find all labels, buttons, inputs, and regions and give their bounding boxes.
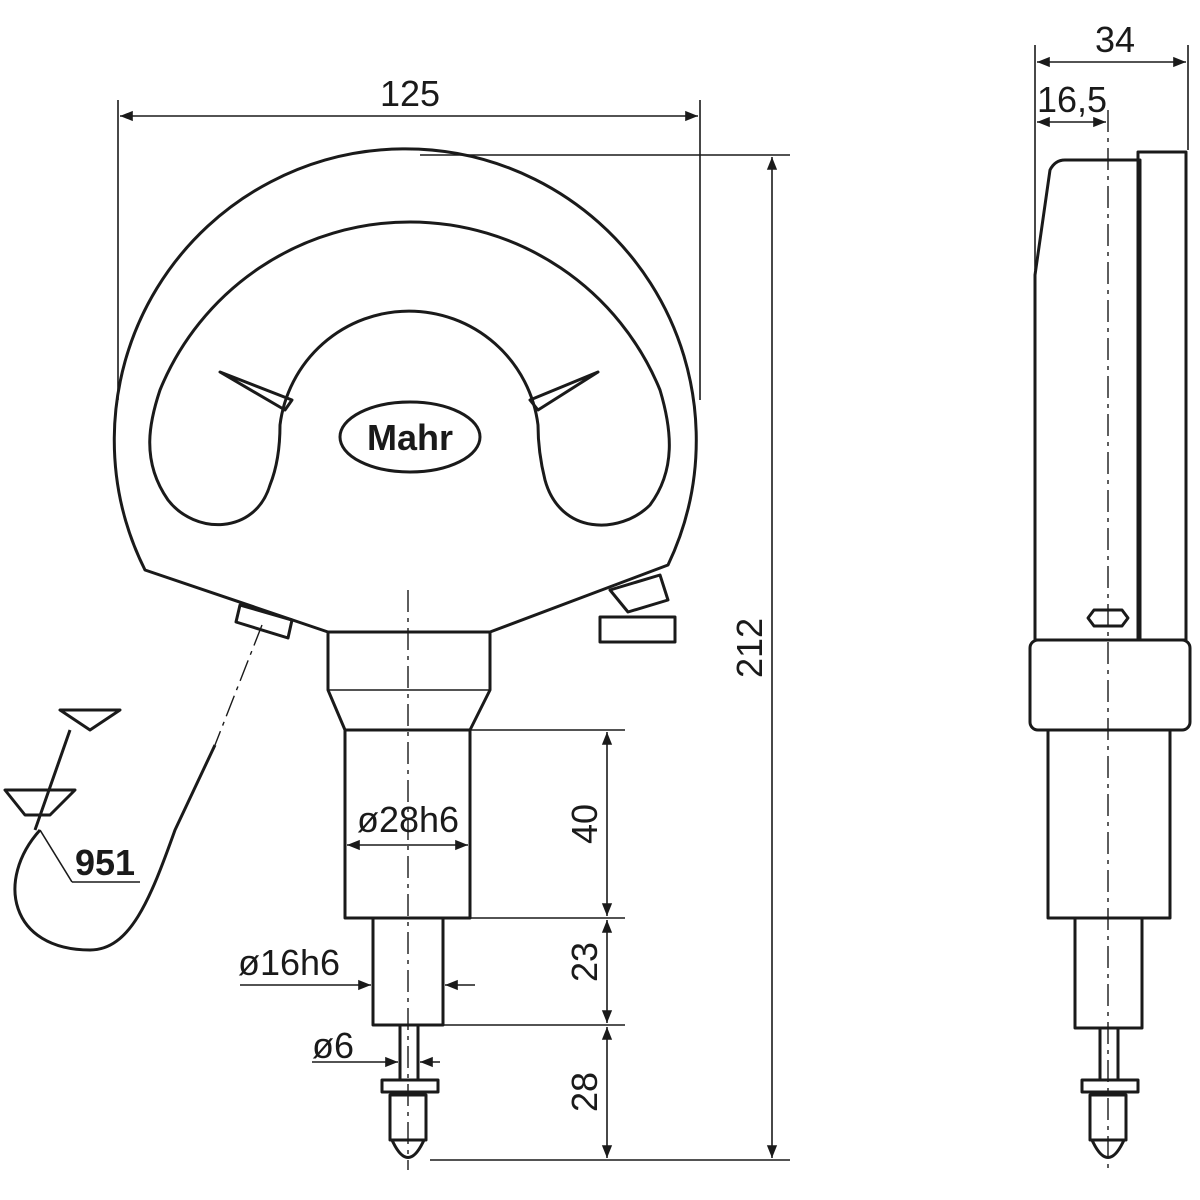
side-spindle: [1073, 916, 1144, 1030]
dim-spindle-length: 23: [564, 942, 605, 982]
side-plunger: [1098, 1026, 1120, 1082]
dim-plunger-length: 28: [564, 1072, 605, 1112]
pointer-left: [218, 370, 294, 412]
accessory-label: 951: [75, 842, 135, 883]
plunger-collar: [380, 1078, 440, 1094]
dim-spindle-diameter: ø16h6: [238, 942, 340, 983]
side-screw: [234, 603, 294, 640]
dimensions: 125 212 40 23 28 ø28h6 ø16h6 ø6 34 16,5: [117, 19, 1189, 1161]
brand-logo: Mahr: [367, 417, 453, 458]
dim-width: 125: [380, 73, 440, 114]
side-collar: [1080, 1078, 1140, 1094]
dial-window: [148, 220, 671, 527]
dim-depth-center: 16,5: [1037, 79, 1107, 120]
dim-plunger-diameter: ø6: [312, 1025, 354, 1066]
logo-oval: [338, 400, 482, 474]
side-front-plate: [1136, 150, 1188, 642]
neck: [326, 632, 492, 732]
gauge-body: [112, 147, 698, 634]
side-view: [1028, 110, 1192, 1170]
dim-height: 212: [729, 618, 770, 678]
side-body: [1033, 158, 1142, 642]
side-nut: [1086, 608, 1130, 628]
pointer-right: [528, 370, 600, 412]
dim-stem-diameter: ø28h6: [357, 799, 459, 840]
front-view: Mahr: [112, 147, 698, 1170]
plunger: [398, 1023, 420, 1082]
side-band: [1028, 638, 1192, 732]
knurled-knob: [598, 573, 677, 644]
dim-stem-length: 40: [564, 804, 605, 844]
accessory-951: 951: [3, 708, 217, 952]
side-stem: [1046, 728, 1172, 920]
contact-tip: [388, 1093, 428, 1159]
dim-depth: 34: [1095, 19, 1135, 60]
